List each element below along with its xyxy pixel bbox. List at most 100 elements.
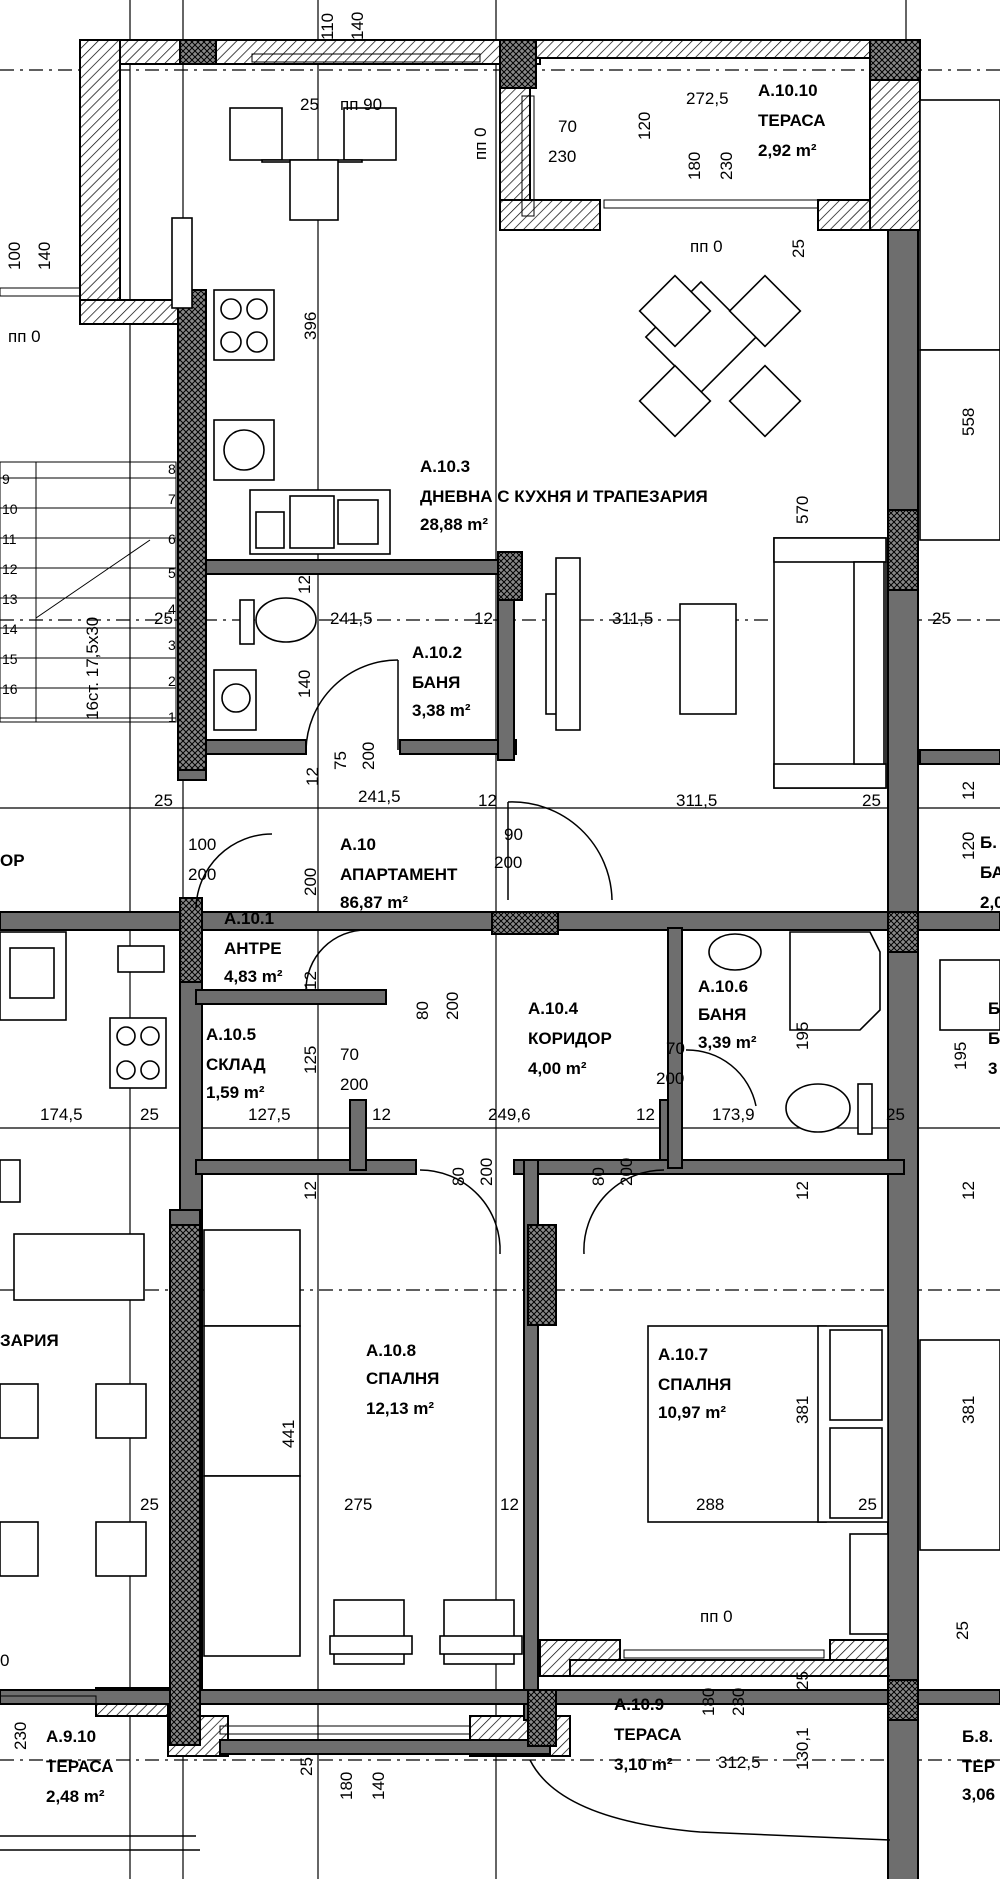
room-code: Б.8. [962, 1727, 993, 1746]
partial-label: 2,0 [980, 893, 1000, 912]
svg-text:110: 110 [318, 13, 337, 40]
svg-text:200: 200 [340, 1075, 368, 1094]
svg-text:230: 230 [717, 152, 736, 180]
svg-text:288: 288 [696, 1495, 724, 1514]
svg-text:25: 25 [789, 239, 808, 258]
svg-text:12: 12 [959, 781, 978, 800]
svg-text:11: 11 [2, 531, 17, 547]
svg-text:пп 0: пп 0 [8, 327, 41, 346]
svg-text:140: 140 [348, 12, 367, 40]
room-name: БАНЯ [412, 673, 460, 692]
svg-text:25: 25 [140, 1495, 159, 1514]
svg-text:25: 25 [793, 1671, 812, 1690]
room-area: 86,87 m² [340, 893, 408, 912]
svg-text:180: 180 [337, 1772, 356, 1800]
room-name: АПАРТАМЕНТ [340, 865, 458, 884]
svg-text:25: 25 [862, 791, 881, 810]
svg-text:25: 25 [154, 609, 173, 628]
svg-text:275: 275 [344, 1495, 372, 1514]
room-area: 4,00 m² [528, 1059, 587, 1078]
svg-text:173,9: 173,9 [712, 1105, 755, 1124]
room-code: A.10.2 [412, 643, 462, 662]
room-code: A.10.1 [224, 909, 274, 928]
svg-text:200: 200 [359, 742, 378, 770]
room-code: A.10.9 [614, 1695, 664, 1714]
svg-text:5: 5 [168, 565, 176, 581]
svg-text:200: 200 [477, 1158, 496, 1186]
svg-text:570: 570 [793, 496, 812, 524]
partial-label: ОР [0, 851, 25, 870]
svg-text:6: 6 [168, 531, 176, 547]
room-name: ТЕРАСА [614, 1725, 682, 1744]
room-area: 4,83 m² [224, 967, 283, 986]
svg-text:0: 0 [0, 1651, 9, 1670]
svg-text:12: 12 [636, 1105, 655, 1124]
svg-text:12: 12 [301, 971, 320, 990]
svg-text:12: 12 [301, 1181, 320, 1200]
svg-text:312,5: 312,5 [718, 1753, 761, 1772]
svg-text:230: 230 [548, 147, 576, 166]
svg-text:15: 15 [2, 651, 18, 667]
partial-label: 3 [988, 1059, 997, 1078]
svg-text:241,5: 241,5 [358, 787, 401, 806]
svg-text:пп 0: пп 0 [690, 237, 723, 256]
svg-text:9: 9 [2, 471, 10, 487]
room-name: АНТРЕ [224, 939, 282, 958]
partial-label: ЗАРИЯ [0, 1331, 59, 1350]
svg-text:8: 8 [168, 461, 176, 477]
room-name: ТЕРАСА [46, 1757, 114, 1776]
svg-text:16: 16 [2, 681, 18, 697]
svg-text:174,5: 174,5 [40, 1105, 83, 1124]
room-name: КОРИДОР [528, 1029, 612, 1048]
windows [0, 53, 825, 1735]
partial-label: Б [988, 999, 1000, 1018]
svg-text:70: 70 [558, 117, 577, 136]
room-area: 2,48 m² [46, 1787, 105, 1806]
svg-text:381: 381 [959, 1396, 978, 1424]
svg-text:195: 195 [793, 1022, 812, 1050]
room-code: A.10.6 [698, 977, 748, 996]
room-area: 2,92 m² [758, 141, 817, 160]
svg-text:12: 12 [2, 561, 18, 577]
room-name: БАНЯ [698, 1005, 746, 1024]
svg-text:80: 80 [449, 1167, 468, 1186]
svg-text:140: 140 [369, 1772, 388, 1800]
svg-text:230: 230 [729, 1688, 748, 1716]
room-area: 1,59 m² [206, 1083, 265, 1102]
svg-text:200: 200 [617, 1158, 636, 1186]
room-area: 28,88 m² [420, 515, 488, 534]
svg-text:25: 25 [154, 791, 173, 810]
svg-text:12: 12 [372, 1105, 391, 1124]
svg-text:25: 25 [953, 1621, 972, 1640]
room-name: СПАЛНЯ [366, 1369, 439, 1388]
svg-text:140: 140 [35, 242, 54, 270]
staircase [0, 461, 177, 723]
partial-label: БА [980, 863, 1000, 882]
svg-text:249,6: 249,6 [488, 1105, 531, 1124]
svg-text:272,5: 272,5 [686, 89, 729, 108]
room-name: СКЛАД [206, 1055, 266, 1074]
stair-label: 16ст. 17,5х30 [83, 617, 102, 720]
svg-text:180: 180 [685, 152, 704, 180]
svg-text:10: 10 [2, 501, 18, 517]
terrace-outline [0, 1675, 891, 1851]
svg-text:12: 12 [478, 791, 497, 810]
svg-text:200: 200 [494, 853, 522, 872]
svg-text:200: 200 [188, 865, 216, 884]
svg-text:12: 12 [959, 1181, 978, 1200]
svg-text:100: 100 [188, 835, 216, 854]
room-code: A.10.3 [420, 457, 470, 476]
svg-text:381: 381 [793, 1396, 812, 1424]
room-area: 3,38 m² [412, 701, 471, 720]
room-code: A.10.7 [658, 1345, 708, 1364]
room-code: A.10.10 [758, 81, 818, 100]
svg-text:3: 3 [168, 637, 176, 653]
partial-label: Б. [980, 833, 997, 852]
svg-text:127,5: 127,5 [248, 1105, 291, 1124]
svg-text:140: 140 [295, 670, 314, 698]
svg-text:200: 200 [656, 1069, 684, 1088]
room-name: ДНЕВНА С КУХНЯ И ТРАПЕЗАРИЯ [420, 487, 708, 506]
room-area: 10,97 m² [658, 1403, 726, 1422]
dimensions: 110 140 25 пп 90 272,5 70 120 230 180 23… [0, 12, 978, 1800]
